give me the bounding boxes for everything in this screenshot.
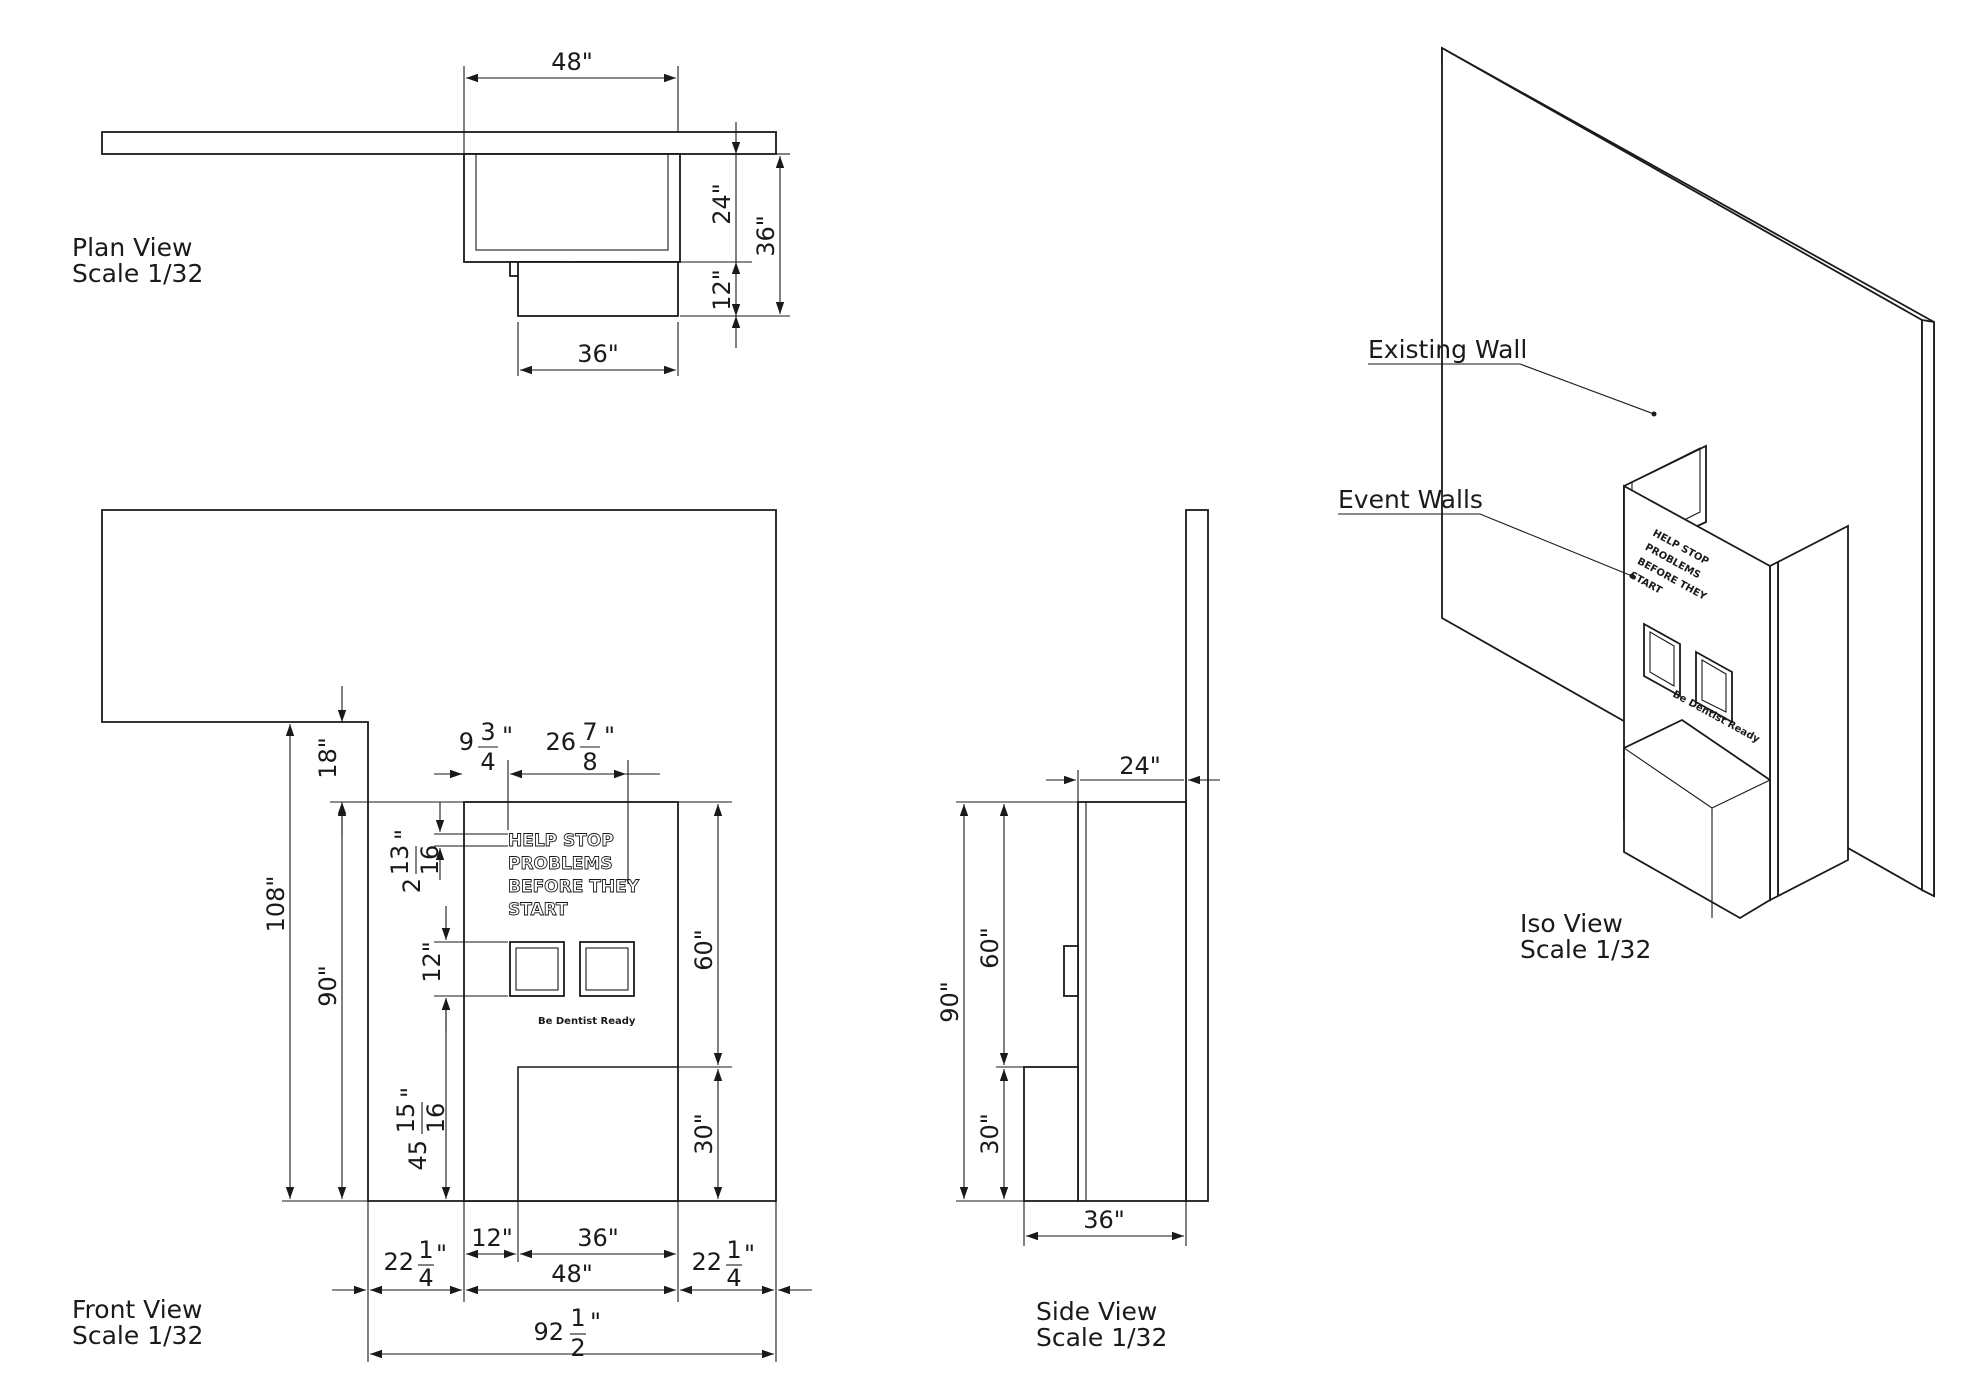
svg-text:": " [604, 722, 615, 750]
sign-line-4: START [508, 900, 568, 920]
front-dim-9-3-4: 9 3 4 " [459, 718, 513, 776]
svg-text:1: 1 [726, 1236, 741, 1264]
front-dim-22-1-4-right: 22 1 4 " [691, 1236, 755, 1292]
svg-text:9: 9 [459, 728, 474, 756]
front-view-scale: Scale 1/32 [72, 1321, 203, 1350]
svg-text:4: 4 [726, 1264, 741, 1292]
plan-dim-48: 48" [551, 48, 593, 76]
svg-text:26: 26 [545, 728, 576, 756]
front-dim-36-bottom: 36" [577, 1224, 619, 1252]
side-existing-wall [1185, 509, 1209, 1202]
plan-dim-36-depth: 36" [752, 215, 780, 257]
front-view-title: Front View [72, 1295, 203, 1324]
side-dim-60: 60" [976, 927, 1004, 969]
svg-text:1: 1 [418, 1236, 433, 1264]
iso-monitor-right [1695, 650, 1733, 724]
front-event-wall [463, 801, 679, 1202]
plan-dim-24: 24" [708, 183, 736, 225]
side-view-scale: Scale 1/32 [1036, 1323, 1167, 1352]
leader-event-walls [1338, 513, 1633, 577]
front-dim-60: 60" [690, 929, 718, 971]
svg-text:92: 92 [533, 1318, 564, 1346]
sign-line-3: BEFORE THEY [508, 877, 640, 897]
front-monitor-right [579, 941, 635, 997]
callout-event-walls: Event Walls [1338, 485, 1483, 514]
svg-text:": " [436, 1240, 447, 1268]
side-counter [1023, 1066, 1079, 1202]
leader-existing-wall [1368, 363, 1655, 415]
front-dim-30: 30" [690, 1113, 718, 1155]
front-monitor-left [509, 941, 565, 997]
side-dim-36: 36" [1083, 1206, 1125, 1234]
side-view-title: Side View [1036, 1297, 1157, 1326]
front-dim-22-1-4-left: 22 1 4 " [383, 1236, 447, 1292]
svg-text:": " [590, 1308, 601, 1336]
svg-text:7: 7 [582, 718, 597, 746]
plan-existing-wall [101, 131, 777, 155]
plan-booth-inner [475, 153, 669, 251]
svg-text:22: 22 [691, 1248, 722, 1276]
svg-text:2: 2 [398, 878, 426, 893]
plan-dim-36-width: 36" [577, 340, 619, 368]
iso-view-title: Iso View [1520, 909, 1623, 938]
svg-text:16: 16 [416, 845, 444, 876]
front-counter [517, 1066, 678, 1201]
side-dim-90: 90" [936, 981, 964, 1023]
iso-view-scale: Scale 1/32 [1520, 935, 1651, 964]
svg-text:15: 15 [392, 1103, 420, 1134]
svg-text:16: 16 [422, 1103, 450, 1134]
plan-dim-12: 12" [708, 269, 736, 311]
svg-text:": " [502, 722, 513, 750]
sign-line-2: PROBLEMS [508, 854, 613, 874]
side-view: 24" 90" 60" 30" 36" Side View Scale 1/32 [936, 509, 1220, 1352]
svg-text:22: 22 [383, 1248, 414, 1276]
sign-line-1: HELP STOP [508, 831, 614, 851]
front-dim-45-15-16: 45 15 16 " [392, 1087, 450, 1171]
plan-booth-walls [463, 153, 681, 263]
svg-text:13: 13 [386, 845, 414, 876]
callout-existing-wall: Existing Wall [1368, 335, 1527, 364]
iso-view: HELP STOP PROBLEMS BEFORE THEY START Be … [1338, 46, 1935, 964]
front-dim-12-bottom: 12" [471, 1224, 513, 1252]
iso-monitor-left [1643, 622, 1681, 698]
side-event-wall [1077, 801, 1187, 1202]
side-dim-30: 30" [976, 1113, 1004, 1155]
svg-text:": " [744, 1240, 755, 1268]
plan-view-title: Plan View [72, 233, 192, 262]
iso-booth-side [1777, 524, 1849, 898]
svg-text:1: 1 [570, 1304, 585, 1332]
front-dim-12-monitor: 12" [418, 941, 446, 983]
plan-counter [517, 261, 679, 317]
svg-text:4: 4 [418, 1264, 433, 1292]
front-dim-108: 108" [262, 876, 290, 933]
front-dim-92-1-2: 92 1 2 " [533, 1304, 601, 1362]
plan-view-scale: Scale 1/32 [72, 259, 203, 288]
svg-text:3: 3 [480, 718, 495, 746]
side-monitor [1063, 945, 1079, 997]
svg-text:4: 4 [480, 748, 495, 776]
front-view: HELP STOP PROBLEMS BEFORE THEY START Be … [72, 509, 812, 1362]
front-dim-90: 90" [314, 965, 342, 1007]
side-dim-24: 24" [1119, 752, 1161, 780]
svg-text:": " [390, 829, 418, 840]
front-dim-48: 48" [551, 1260, 593, 1288]
svg-text:8: 8 [582, 748, 597, 776]
front-dim-2-13-16: 2 13 16 " [386, 829, 444, 893]
front-dim-18: 18" [314, 737, 342, 779]
plan-view: 48" 24" 12" 36" 36" Plan View Scale 1/32 [72, 48, 790, 376]
svg-text:45: 45 [404, 1140, 432, 1171]
sign-tagline: Be Dentist Ready [538, 1016, 636, 1027]
front-dim-26-7-8: 26 7 8 " [545, 718, 615, 776]
svg-text:2: 2 [570, 1334, 585, 1362]
svg-text:": " [396, 1087, 424, 1098]
